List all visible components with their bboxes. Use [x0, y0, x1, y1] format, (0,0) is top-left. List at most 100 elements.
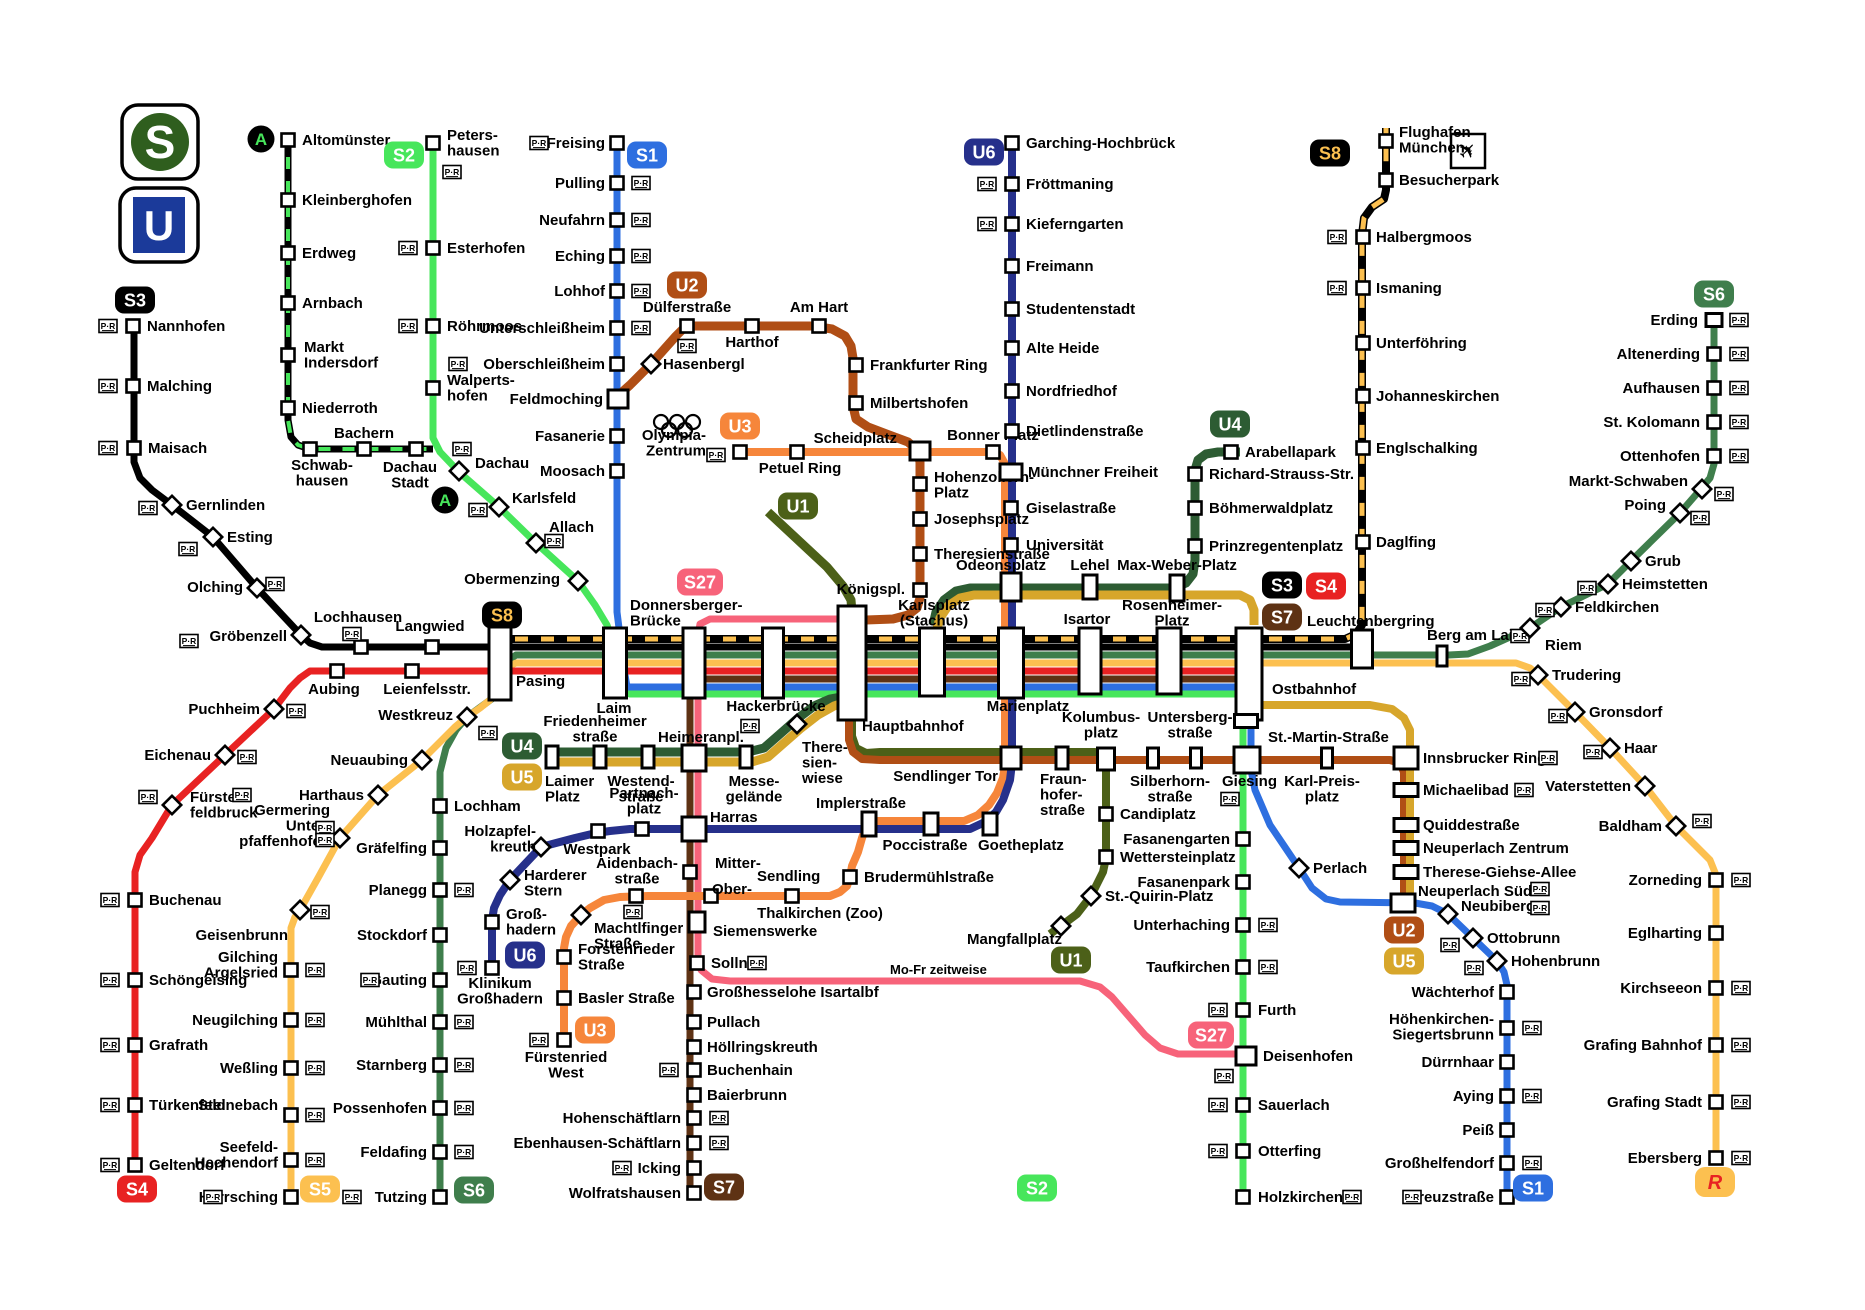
line-badge-u5-1404: U5: [1384, 947, 1424, 975]
station-label-harthaus: Harthaus: [299, 787, 364, 804]
station-label-neugilching: Neugilching: [192, 1012, 278, 1029]
station-besucherpark: Besucherpark: [1378, 172, 1500, 189]
svg-text:P·R: P·R: [308, 1110, 323, 1120]
station-mittersendling: [682, 864, 698, 880]
svg-text:A: A: [255, 130, 267, 149]
station-label-grafing-bahnhof: Grafing Bahnhof: [1584, 1037, 1703, 1054]
station-label-innsbrucker-ring: Innsbrucker Ring: [1423, 750, 1546, 767]
line-u4-east: [928, 447, 1240, 627]
station-leienfelsstr: Leienfelsstr.: [383, 663, 471, 698]
park-and-ride-icon: P·R: [1220, 791, 1240, 807]
station-laim: Laim: [596, 626, 632, 717]
svg-text:P·R: P·R: [980, 179, 995, 189]
line-badge-u4-1230: U4: [1210, 410, 1250, 438]
park-and-ride-icon: P·R: [1731, 872, 1751, 888]
station-label-trudering: Trudering: [1552, 667, 1621, 684]
station-label-sendlinger-tor: Sendlinger Tor: [893, 768, 998, 785]
station-grub: Grub: [1619, 549, 1681, 573]
station-label-unterf-hring: Unterföhring: [1376, 335, 1467, 352]
text-mo-fr-zeitweise: Mo-Fr zeitweise: [890, 962, 987, 977]
station-aubing: Aubing: [308, 663, 360, 698]
line-badge-r-1715: R: [1695, 1167, 1735, 1197]
station-label-holzapfel-kreuth: Holzapfel-kreuth: [464, 823, 536, 856]
park-and-ride-icon: P·R: [740, 718, 760, 734]
svg-text:P·R: P·R: [1732, 315, 1747, 325]
station-label-erding: Erding: [1651, 312, 1699, 329]
station-label-ottenhofen: Ottenhofen: [1620, 448, 1700, 465]
station-label-westkreuz: Westkreuz: [378, 707, 453, 724]
station-label-malching: Malching: [147, 378, 212, 395]
park-and-ride-icon: P·R: [100, 1037, 120, 1053]
station-isartor: Isartor: [1064, 611, 1111, 696]
station-label-tutzing: Tutzing: [375, 1189, 427, 1206]
line-badge-a-261: A: [247, 125, 275, 153]
station-label-obermenzing: Obermenzing: [464, 571, 560, 588]
station-label-taufkirchen: Taufkirchen: [1146, 959, 1230, 976]
station-label-milbertshofen: Milbertshofen: [870, 395, 968, 412]
svg-text:R: R: [1708, 1172, 1723, 1194]
svg-text:S27: S27: [684, 573, 716, 593]
station-label-dietlindenstra-e: Dietlindenstraße: [1026, 423, 1144, 440]
line-badge-u2-1404: U2: [1384, 916, 1424, 944]
airport-airplane-icon: ✈: [1449, 132, 1487, 170]
svg-text:S8: S8: [491, 606, 513, 626]
station-label-maisach: Maisach: [148, 440, 207, 457]
svg-text:P·R: P·R: [1211, 1146, 1226, 1156]
line-badge-s6-1714: S6: [1694, 280, 1734, 308]
station-arnbach: Arnbach: [280, 295, 363, 312]
station-label-lochhausen: Lochhausen: [314, 609, 402, 626]
svg-text:P·R: P·R: [181, 544, 196, 554]
station-rosenheimer-platz: Rosenheimer-Platz: [1122, 597, 1222, 696]
station-label-karl-preis-platz: Karl-Preis-platz: [1284, 773, 1360, 806]
text-sendling: Sendling: [757, 868, 820, 885]
svg-text:U2: U2: [675, 276, 698, 296]
svg-text:P·R: P·R: [103, 1100, 118, 1110]
station-label-peters-hausen: Peters-hausen: [447, 127, 500, 160]
park-and-ride-icon: P·R: [977, 216, 997, 232]
park-and-ride-icon: P·R: [1208, 1097, 1228, 1113]
svg-text:P·R: P·R: [980, 219, 995, 229]
park-and-ride-icon: P·R: [237, 749, 257, 765]
station-label-fraun-hofer-stra-e: Fraun-hofer-straße: [1040, 771, 1087, 819]
park-and-ride-icon: P·R: [1690, 510, 1710, 526]
station-label-sch-ngeising: Schöngeising: [149, 972, 247, 989]
station-niederroth: Niederroth: [280, 400, 378, 417]
line-badge-s1-1533: S1: [1513, 1174, 1553, 1202]
park-and-ride-icon: P·R: [305, 962, 325, 978]
svg-text:P·R: P·R: [634, 215, 649, 225]
station-label-besucherpark: Besucherpark: [1399, 172, 1500, 189]
park-and-ride-icon: P·R: [398, 318, 418, 334]
station-label-harthof: Harthof: [725, 334, 779, 351]
station-label-altom-nster: Altomünster: [302, 132, 391, 149]
station-label-westpark: Westpark: [563, 841, 631, 858]
station-erdweg: Erdweg: [280, 245, 356, 262]
station-label-karlsfeld: Karlsfeld: [512, 490, 576, 507]
station-label-isartor: Isartor: [1064, 611, 1111, 628]
svg-text:P·R: P·R: [363, 975, 378, 985]
station-label-richard-strauss-str: Richard-Strauss-Str.: [1209, 466, 1354, 483]
park-and-ride-icon: P·R: [1258, 917, 1278, 933]
svg-text:P·R: P·R: [1330, 283, 1345, 293]
station-hohenzollern-platz: Hohenzollern-Platz: [912, 469, 1034, 502]
